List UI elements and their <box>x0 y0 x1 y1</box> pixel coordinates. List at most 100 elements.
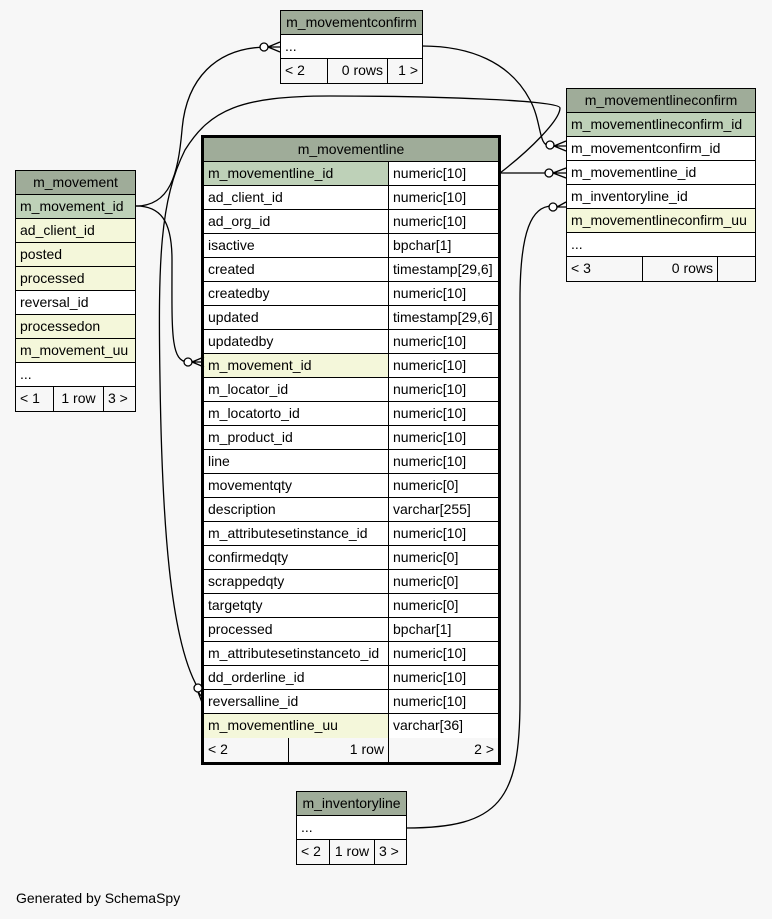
column-name[interactable]: ad_org_id <box>204 210 388 233</box>
column-name[interactable]: m_movement_id <box>204 354 388 377</box>
edge-crowfoot <box>553 140 567 152</box>
column-name[interactable]: m_product_id <box>204 426 388 449</box>
column-name[interactable]: processed <box>20 270 85 286</box>
column-name[interactable]: m_movementline_id <box>204 162 388 185</box>
column-name[interactable]: ad_client_id <box>204 186 388 209</box>
next-link[interactable]: 3 > <box>103 387 135 411</box>
column-name[interactable]: m_movementlineconfirm_uu <box>571 212 747 228</box>
column-name[interactable]: posted <box>20 246 63 262</box>
row-count: 1 row <box>53 387 103 411</box>
ellipsis-row: ... <box>20 366 32 382</box>
next-link[interactable]: 1 > <box>387 59 422 83</box>
column-type: numeric[10] <box>388 162 498 185</box>
column-name[interactable]: m_locator_id <box>204 378 388 401</box>
prev-link[interactable]: < 2 <box>204 738 288 762</box>
row-count: 1 row <box>288 738 388 762</box>
prev-link[interactable]: < 2 <box>281 59 327 83</box>
prev-link[interactable]: < 3 <box>567 257 642 281</box>
column-name[interactable]: createdby <box>204 282 388 305</box>
column-type: numeric[0] <box>388 570 498 593</box>
next-link[interactable]: 2 > <box>388 738 498 762</box>
column-type: numeric[10] <box>388 642 498 665</box>
column-name[interactable]: processed <box>204 618 388 641</box>
table-m-inventoryline[interactable]: m_inventoryline ... < 2 1 row 3 > <box>296 791 407 865</box>
row-count: 1 row <box>329 840 374 864</box>
column-name[interactable]: m_locatorto_id <box>204 402 388 425</box>
column-name[interactable]: scrappedqty <box>204 570 388 593</box>
column-name[interactable]: line <box>204 450 388 473</box>
column-type: numeric[10] <box>388 282 498 305</box>
ellipsis-row: ... <box>571 236 583 252</box>
edge-crowfoot <box>552 167 567 179</box>
column-type: timestamp[29,6] <box>388 306 498 329</box>
prev-link[interactable]: < 2 <box>297 840 329 864</box>
edge-crowfoot <box>556 201 567 208</box>
column-name[interactable]: m_inventoryline_id <box>571 188 688 204</box>
column-name[interactable]: m_movementline_id <box>571 164 697 180</box>
next-link[interactable] <box>717 257 755 281</box>
column-name[interactable]: targetqty <box>204 594 388 617</box>
column-type: numeric[10] <box>388 330 498 353</box>
column-name[interactable]: reversal_id <box>20 294 89 310</box>
column-name[interactable]: m_movementlineconfirm_id <box>571 116 743 132</box>
ellipsis-row: ... <box>301 819 313 835</box>
column-type: numeric[0] <box>388 594 498 617</box>
row-count: 0 rows <box>642 257 717 281</box>
column-name[interactable]: created <box>204 258 388 281</box>
column-type: numeric[0] <box>388 474 498 497</box>
column-name[interactable]: m_attributesetinstance_id <box>204 522 388 545</box>
column-name[interactable]: m_movementline_uu <box>204 714 388 738</box>
column-name[interactable]: m_movement_uu <box>20 342 129 358</box>
table-title: m_inventoryline <box>297 792 406 816</box>
column-name[interactable]: confirmedqty <box>204 546 388 569</box>
column-name[interactable]: m_attributesetinstanceto_id <box>204 642 388 665</box>
column-type: numeric[10] <box>388 186 498 209</box>
column-name[interactable]: ad_client_id <box>20 222 95 238</box>
column-type: numeric[10] <box>388 354 498 377</box>
column-type: varchar[255] <box>388 498 498 521</box>
table-m-movementlineconfirm[interactable]: m_movementlineconfirm m_movementlineconf… <box>566 88 756 282</box>
column-type: bpchar[1] <box>388 234 498 257</box>
column-name[interactable]: m_movementconfirm_id <box>571 140 721 156</box>
column-name[interactable]: reversalline_id <box>204 690 388 713</box>
column-name[interactable]: dd_orderline_id <box>204 666 388 689</box>
edge-end-circle <box>548 202 558 212</box>
column-name[interactable]: m_movement_id <box>20 198 124 214</box>
column-name[interactable]: updated <box>204 306 388 329</box>
column-name[interactable]: description <box>204 498 388 521</box>
column-name[interactable]: movementqty <box>204 474 388 497</box>
column-name[interactable]: isactive <box>204 234 388 257</box>
next-link[interactable]: 3 > <box>374 840 406 864</box>
table-m-movementconfirm[interactable]: m_movementconfirm ... < 2 0 rows 1 > <box>280 10 423 84</box>
column-name[interactable]: updatedby <box>204 330 388 353</box>
row-count: 0 rows <box>327 59 387 83</box>
column-name[interactable]: processedon <box>20 318 101 334</box>
table-m-movement[interactable]: m_movement m_movement_id ad_client_id po… <box>15 170 136 412</box>
prev-link[interactable]: < 1 <box>16 387 53 411</box>
